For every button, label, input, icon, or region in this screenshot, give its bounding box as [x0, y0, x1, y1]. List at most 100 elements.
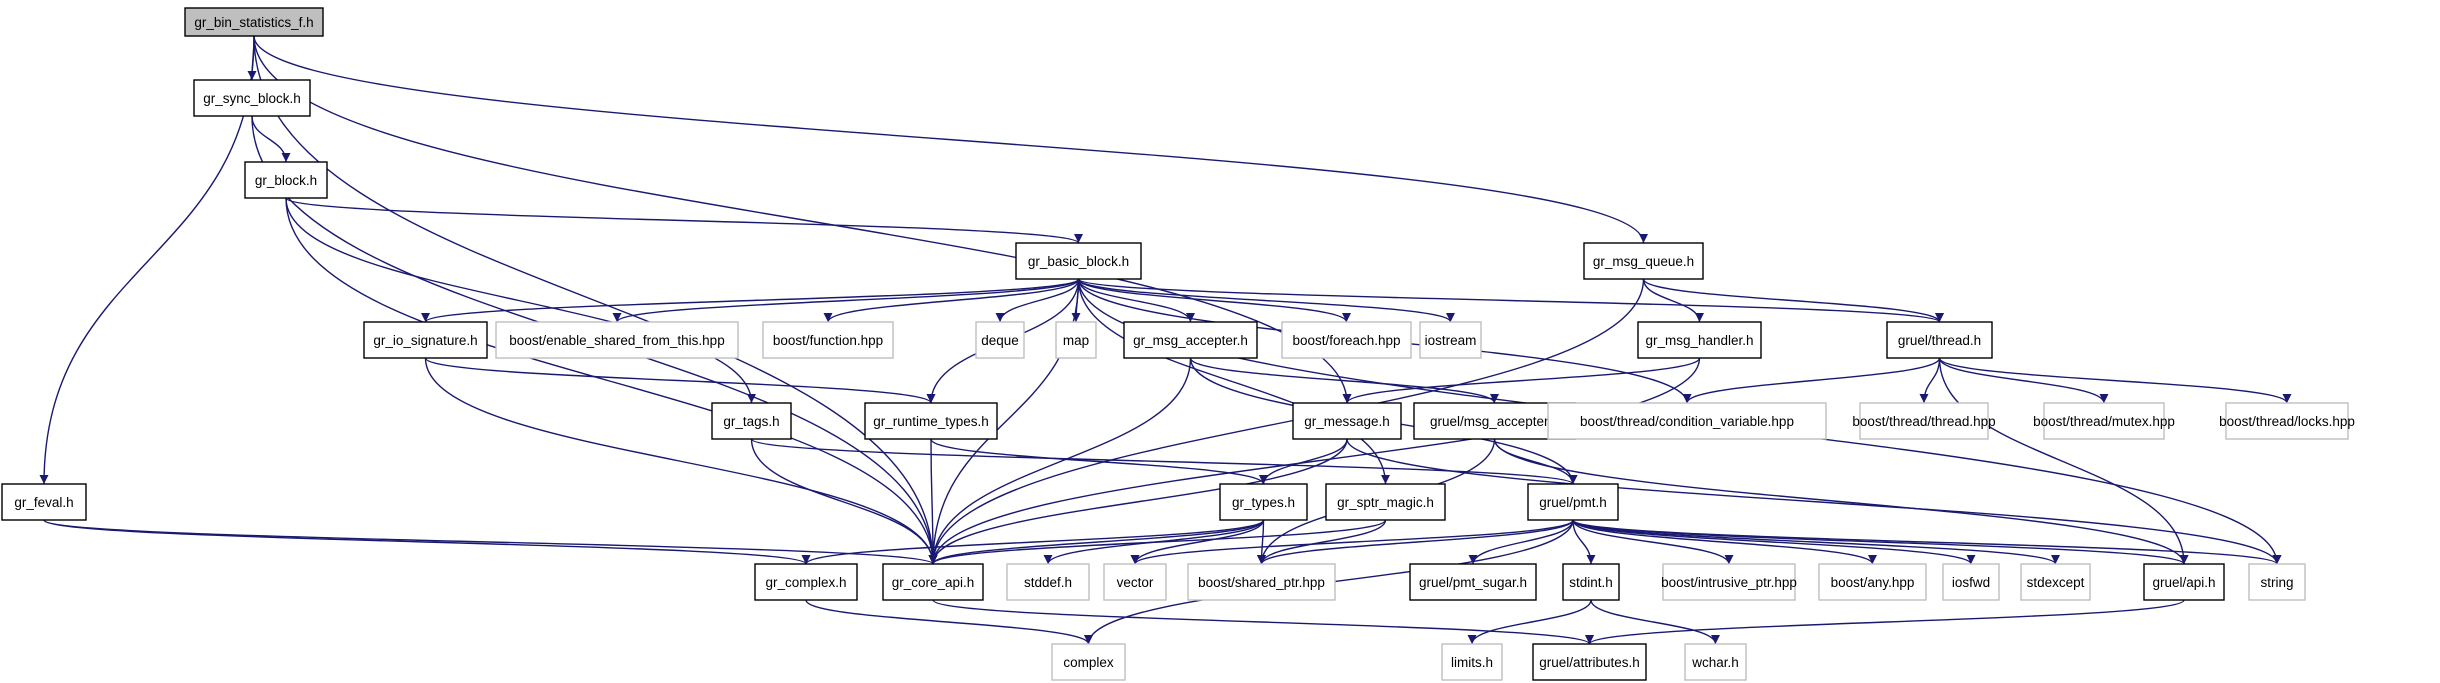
edge-pmt-to-any: [1572, 519, 1877, 565]
node-complex-label: complex: [1063, 655, 1114, 670]
node-any-label: boost/any.hpp: [1831, 575, 1915, 590]
edge-thread-to-locks: [1938, 357, 2292, 404]
edge-complexh-to-complex: [805, 599, 1093, 645]
node-gapi-label: gruel/api.h: [2152, 575, 2215, 590]
node-message[interactable]: gr_message.h: [1292, 402, 1402, 440]
edge-basic-to-thread: [1077, 278, 1944, 323]
node-stddef-box: [1006, 563, 1090, 601]
edge-pmt-to-vector: [1130, 519, 1574, 565]
node-vector: vector: [1103, 563, 1167, 601]
edge-thread-to-gapi: [1938, 357, 2189, 565]
node-accepter-box: [1123, 321, 1258, 359]
node-coreapi[interactable]: gr_core_api.h: [882, 563, 984, 601]
edge-sptr-to-coreapi: [928, 519, 1387, 565]
edge-block-to-coreapi: [285, 197, 938, 565]
node-intrusive-label: boost/intrusive_ptr.hpp: [1661, 575, 1797, 590]
node-feval[interactable]: gr_feval.h: [1, 483, 87, 521]
node-condvar-label: boost/thread/condition_variable.hpp: [1580, 414, 1794, 429]
node-complexh-label: gr_complex.h: [765, 575, 846, 590]
node-locks-label: boost/thread/locks.hpp: [2219, 414, 2355, 429]
edge-coreapi-to-attrs: [932, 599, 1594, 645]
edge-runtime-to-coreapi: [928, 438, 938, 565]
node-basic[interactable]: gr_basic_block.h: [1015, 242, 1142, 280]
node-thread-label: gruel/thread.h: [1898, 333, 1981, 348]
node-accepter-label: gr_msg_accepter.h: [1133, 333, 1248, 348]
node-iosig[interactable]: gr_io_signature.h: [363, 321, 488, 359]
edge-basic-to-iostream: [1077, 278, 1455, 323]
edge-iosig-to-coreapi: [424, 357, 938, 565]
edge-pmt-to-gapi: [1572, 519, 2189, 565]
edge-basic-to-accepter: [1077, 278, 1195, 323]
node-iosig-box: [363, 321, 488, 359]
node-msgq-label: gr_msg_queue.h: [1593, 254, 1694, 269]
node-iostream-box: [1419, 321, 1482, 359]
node-foreach-box: [1281, 321, 1412, 359]
node-types[interactable]: gr_types.h: [1219, 483, 1308, 521]
node-tags-label: gr_tags.h: [723, 414, 779, 429]
node-handler[interactable]: gr_msg_handler.h: [1637, 321, 1762, 359]
node-runtime-box: [864, 402, 998, 440]
node-accepter[interactable]: gr_msg_accepter.h: [1123, 321, 1258, 359]
node-mutex-box: [2043, 402, 2165, 440]
node-thread[interactable]: gruel/thread.h: [1886, 321, 1993, 359]
edge-msgq-to-handler: [1642, 278, 1704, 323]
node-pmtsugar[interactable]: gruel/pmt_sugar.h: [1409, 563, 1537, 601]
node-mutex: boost/thread/mutex.hpp: [2033, 402, 2175, 440]
edge-pmt-to-string: [1572, 519, 2282, 565]
edge-root-to-feval: [39, 35, 255, 485]
node-string-box: [2248, 563, 2306, 601]
node-message-box: [1292, 402, 1402, 440]
edge-basic-to-sptr: [1077, 278, 1390, 485]
node-attrs-box: [1532, 643, 1647, 681]
node-coreapi-box: [882, 563, 984, 601]
node-stdint[interactable]: stdint.h: [1562, 563, 1620, 601]
edge-gaccepter-to-gapi: [1493, 438, 2189, 565]
node-stdint-box: [1562, 563, 1620, 601]
node-sptr[interactable]: gr_sptr_magic.h: [1325, 483, 1446, 521]
node-intrusive-box: [1662, 563, 1796, 601]
node-tags-box: [711, 402, 792, 440]
edge-msgq-to-coreapi: [928, 278, 1645, 565]
edge-basic-to-iosig: [421, 278, 1080, 323]
node-handler-box: [1637, 321, 1762, 359]
node-limits-box: [1441, 643, 1503, 681]
node-wchar-box: [1684, 643, 1747, 681]
node-block-box: [244, 161, 328, 199]
node-shared-box: [1187, 563, 1336, 601]
node-limits: limits.h: [1441, 643, 1503, 681]
node-sync-label: gr_sync_block.h: [203, 91, 301, 106]
node-stdexcept-label: stdexcept: [2027, 575, 2085, 590]
node-enable-label: boost/enable_shared_from_this.hpp: [509, 333, 724, 348]
edge-pmt-to-pmtsugar: [1468, 519, 1574, 565]
edge-feval-to-complexh: [43, 519, 811, 565]
edge-root-to-coreapi: [253, 35, 938, 565]
node-complexh[interactable]: gr_complex.h: [754, 563, 858, 601]
node-root[interactable]: gr_bin_statistics_f.h: [184, 7, 324, 37]
node-iostream-label: iostream: [1425, 333, 1477, 348]
edge-message-to-string: [1346, 438, 2282, 565]
node-stdexcept-box: [2020, 563, 2091, 601]
node-types-box: [1219, 483, 1308, 521]
node-complex: complex: [1051, 643, 1126, 681]
node-runtime[interactable]: gr_runtime_types.h: [864, 402, 998, 440]
node-tags[interactable]: gr_tags.h: [711, 402, 792, 440]
node-gapi[interactable]: gruel/api.h: [2143, 563, 2225, 601]
edge-basic-to-foreach: [1077, 278, 1351, 323]
node-msgq[interactable]: gr_msg_queue.h: [1583, 242, 1704, 280]
edge-accepter-to-gaccepter: [1189, 357, 1499, 404]
node-enable-box: [495, 321, 739, 359]
edge-stdint-to-wchar: [1590, 599, 1720, 645]
node-attrs[interactable]: gruel/attributes.h: [1532, 643, 1647, 681]
node-vector-box: [1103, 563, 1167, 601]
edge-basic-to-enable: [612, 278, 1080, 323]
node-any-box: [1818, 563, 1927, 601]
node-string-label: string: [2260, 575, 2293, 590]
edge-sync-to-block: [251, 115, 291, 163]
node-foreach: boost/foreach.hpp: [1281, 321, 1412, 359]
node-block[interactable]: gr_block.h: [244, 161, 328, 199]
node-pmt[interactable]: gruel/pmt.h: [1527, 483, 1619, 521]
edge-tags-to-coreapi: [750, 438, 938, 565]
node-message-label: gr_message.h: [1304, 414, 1390, 429]
node-stdint-label: stdint.h: [1569, 575, 1613, 590]
node-sync[interactable]: gr_sync_block.h: [193, 79, 311, 117]
